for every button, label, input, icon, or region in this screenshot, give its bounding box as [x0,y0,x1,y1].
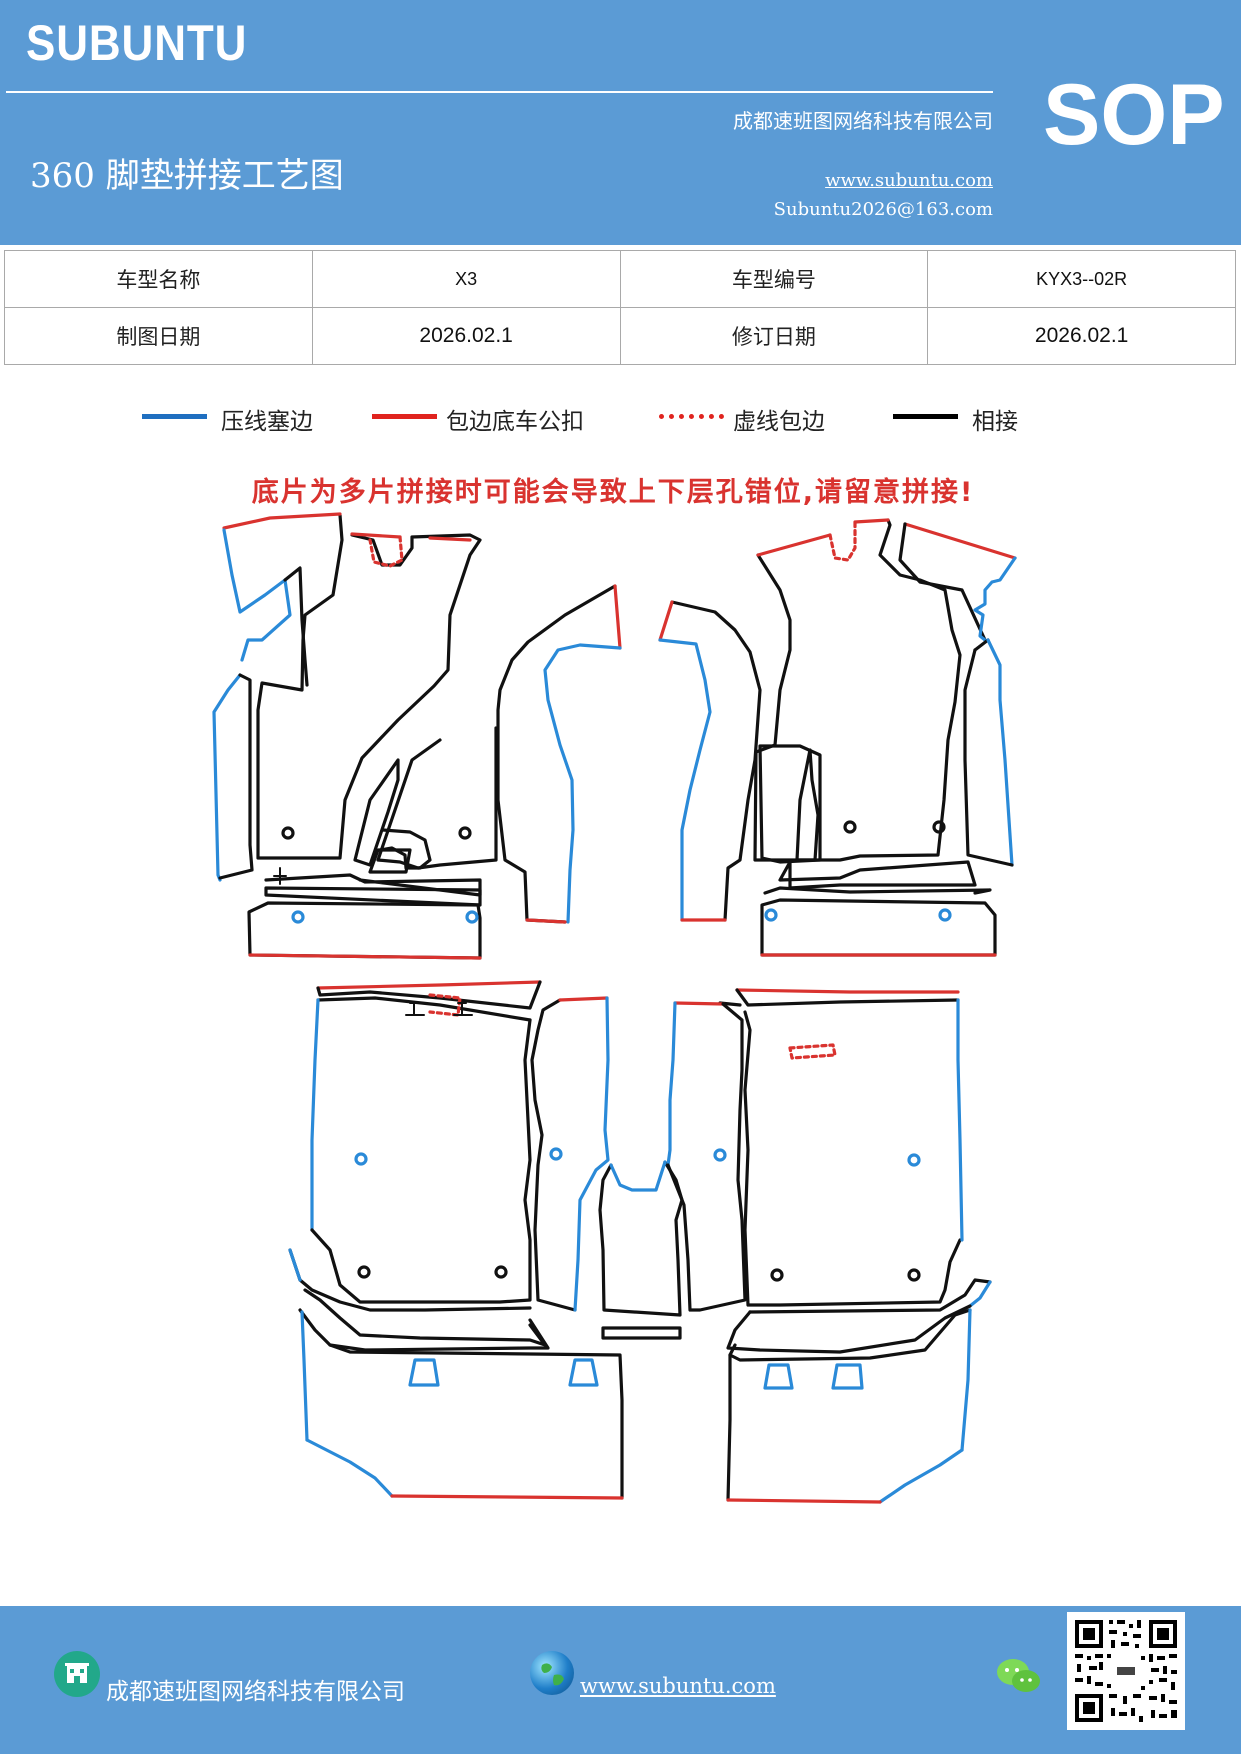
table-row: 制图日期 2026.02.1 修订日期 2026.02.1 [4,307,1236,365]
legend-label: 相接 [972,409,1018,435]
rear-center-strips [530,996,747,1340]
footer: 成都速班图网络科技有限公司 www.subuntu.com [0,1606,1241,1754]
header-website-link[interactable]: www.subuntu.com [825,170,993,191]
header-email: Subuntu2026@163.com [773,199,993,220]
table-row: 车型名称 X3 车型编号 KYX3--02R [4,250,1236,308]
sop-badge: SOP [1043,67,1225,163]
front-right-mat [753,518,1017,957]
header-divider [6,91,993,93]
info-table: 车型名称 X3 车型编号 KYX3--02R 制图日期 2026.02.1 修订… [4,250,1236,365]
legend-label: 虚线包边 [733,409,825,435]
revise-date-value: 2026.02.1 [927,307,1236,365]
model-name-label: 车型名称 [4,250,313,308]
front-left-mat [212,512,498,960]
globe-icon [530,1651,574,1695]
footer-website-link[interactable]: www.subuntu.com [580,1674,776,1698]
legend-label: 压线塞边 [221,409,313,435]
legend-swatch [659,414,724,419]
rear-left-mat [288,980,624,1500]
logo: SUBUNTU [26,15,248,71]
footer-company: 成都速班图网络科技有限公司 [106,1679,405,1705]
model-name-value: X3 [311,250,621,308]
header-company: 成都速班图网络科技有限公司 [733,109,993,133]
wechat-icon[interactable] [995,1654,1043,1698]
rear-right-mat [726,988,992,1504]
page-title: 360 脚垫拼接工艺图 [30,156,344,196]
legend-swatch [142,414,207,419]
draw-date-label: 制图日期 [4,307,313,365]
legend-label: 包边底车公扣 [446,409,584,435]
draw-date-value: 2026.02.1 [311,307,621,365]
legend-swatch [372,414,437,419]
building-icon [54,1651,100,1697]
warning-text: 底片为多片拼接时可能会导致上下层孔错位,请留意拼接! [251,477,975,508]
center-right-strip [658,600,762,922]
mat-diagram [212,512,1017,1504]
qr-code [1067,1612,1185,1730]
center-left-strip [496,584,622,924]
revise-date-label: 修订日期 [619,307,929,365]
header: SUBUNTU 成都速班图网络科技有限公司 360 脚垫拼接工艺图 www.su… [0,0,1241,245]
legend: 压线塞边 包边底车公扣 虚线包边 相接 [0,402,1241,438]
model-code-value: KYX3--02R [927,250,1236,308]
legend-swatch [893,414,958,419]
model-code-label: 车型编号 [619,250,929,308]
